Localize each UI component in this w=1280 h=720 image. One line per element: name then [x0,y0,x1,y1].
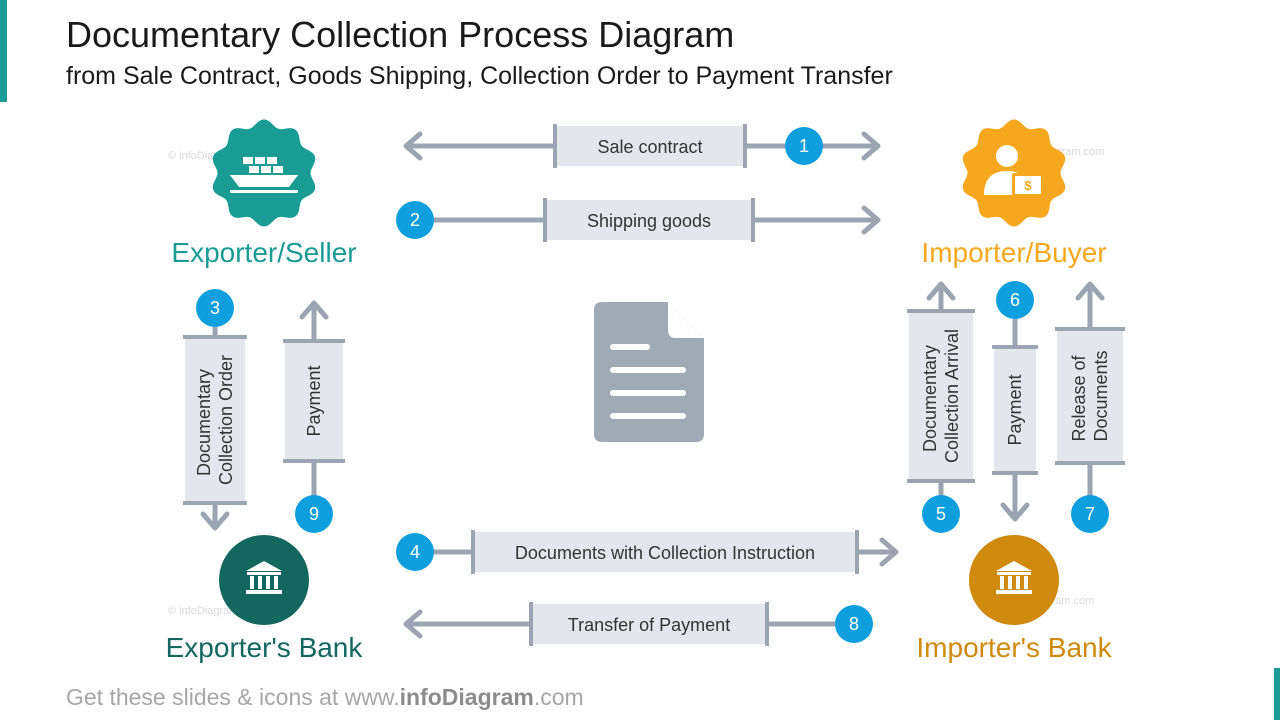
step-4-label: Documents with Collection Instruction [515,543,815,563]
step-6-label: Payment [1005,374,1025,445]
svg-text:$: $ [1024,178,1032,193]
step-8-label: Transfer of Payment [568,615,730,635]
step-9-number: 9 [309,504,319,524]
step-7-label: Release of Documents [1069,350,1111,441]
step-label-box [185,338,245,502]
step-8-number-badge [835,605,873,643]
step-3-label: Documentary Collection Order [194,355,236,485]
cargo-ship-icon [230,157,298,193]
step-label-box [532,604,766,644]
importer-badge: $ [962,119,1066,227]
exporter-badge [212,119,316,227]
step-4-number: 4 [410,542,420,562]
step-label-box [556,126,744,166]
step-7-number: 7 [1085,504,1095,524]
step-9-flow: Payment 9 [283,300,345,533]
step-5-label: Documentary Collection Arrival [920,329,962,463]
importer-label: Importer/Buyer [921,237,1107,268]
step-8-number: 8 [849,614,859,634]
step-label-box [285,342,343,460]
step-5-number-badge [922,495,960,533]
step-3-flow: Documentary Collection Order 3 [183,289,247,531]
importer-bank-badge [969,535,1059,625]
document-icon [594,302,704,442]
step-label-box [474,532,856,572]
footer-brand: infoDiagram [399,684,534,710]
page-subtitle: from Sale Contract, Goods Shipping, Coll… [66,62,893,90]
exporter-bank-label: Exporter's Bank [165,632,363,663]
exporter-bank-circle [219,535,309,625]
step-3-number: 3 [210,298,220,318]
page-title: Documentary Collection Process Diagram [66,14,735,55]
step-2-flow: Shipping goods 2 [396,198,881,242]
step-label-box [1057,330,1123,462]
step-6-flow: Payment 6 [992,281,1038,522]
step-7-number-badge [1071,495,1109,533]
step-2-number-badge [396,201,434,239]
step-6-number: 6 [1010,290,1020,310]
step-5-flow: Documentary Collection Arrival 5 [907,281,975,533]
step-1-number: 1 [799,136,809,156]
step-4-number-badge [396,533,434,571]
importer-bank-circle [969,535,1059,625]
footer-credit: Get these slides & icons at www.infoDiag… [66,684,584,711]
exporter-bank-badge [219,535,309,625]
step-3-number-badge [196,289,234,327]
footer-prefix: Get these slides & icons at www. [66,684,400,710]
step-label-box [909,312,973,480]
left-accent-bar [0,0,7,102]
buyer-money-icon: $ [984,145,1044,197]
step-label-box [994,348,1036,472]
step-1-number-badge [785,127,823,165]
step-2-number: 2 [410,210,420,230]
step-2-label: Shipping goods [587,211,711,231]
step-6-number-badge [996,281,1034,319]
step-1-flow: Sale contract 1 [403,124,881,168]
step-5-number: 5 [936,504,946,524]
right-accent-bar [1274,668,1280,720]
step-1-label: Sale contract [597,137,702,157]
step-7-flow: Release of Documents 7 [1055,281,1125,533]
importer-bank-label: Importer's Bank [916,632,1112,663]
footer-suffix: .com [533,684,584,710]
exporter-label: Exporter/Seller [171,237,357,268]
step-9-number-badge [295,495,333,533]
step-8-flow: Transfer of Payment 8 [403,602,873,646]
step-9-label: Payment [304,365,324,436]
step-4-flow: Documents with Collection Instruction 4 [396,530,899,574]
step-label-box [546,200,752,240]
